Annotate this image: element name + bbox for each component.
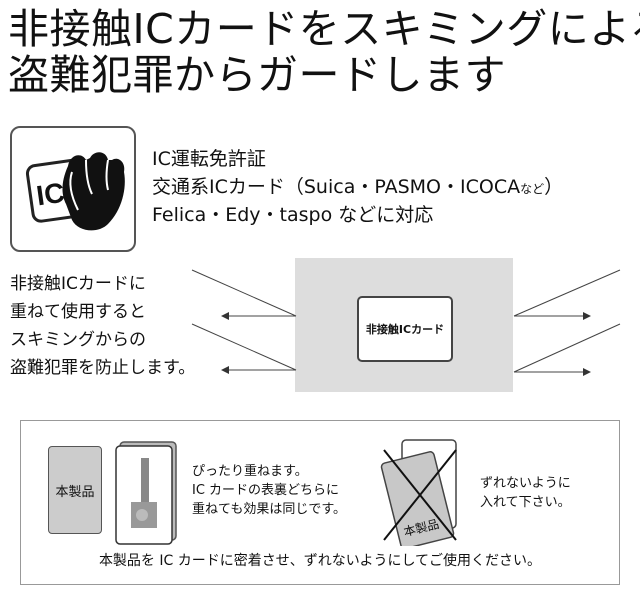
stacked-card-illustration (115, 441, 177, 545)
stack-text-line-1: ぴったり重ねます。 (192, 464, 308, 479)
usage-footer: 本製品を IC カードに密着させ、ずれないようにしてご使用ください。 (98, 553, 542, 569)
misaligned-card-illustration: 本製品 (380, 439, 457, 546)
headline-line-2: 盗難犯罪からガードします (8, 51, 506, 99)
feature-line-2-small: など (520, 182, 545, 196)
feature-line-1: IC運転免許証 (152, 148, 266, 170)
feature-line-2: 交通系ICカード（Suica・PASMO・ICOCAなど） (152, 174, 563, 202)
feature-line-2-end: ） (544, 176, 564, 198)
feature-line-3: Felica・Edy・taspo などに対応 (152, 204, 434, 226)
stack-text-line-2: IC カードの表裏どちらに (192, 483, 340, 498)
misaligned-text-line-2: 入れて下さい。 (480, 495, 571, 510)
protection-note-line-4: 盗難犯罪を防止します。 (10, 358, 196, 378)
ic-icon-label: IC (34, 177, 66, 212)
protection-note-line-1: 非接触ICカードに (10, 274, 146, 294)
instruction-panel (20, 420, 620, 585)
headline-line-1: 非接触ICカードをスキミングによる (8, 5, 640, 53)
protection-note-line-3: スキミングからの (10, 330, 146, 350)
misaligned-text-line-1: ずれないように (480, 476, 571, 491)
feature-line-2-main: 交通系ICカード（Suica・PASMO・ICOCA (152, 176, 521, 198)
product-card: 本製品 (48, 446, 102, 534)
stack-text-line-3: 重ねても効果は同じです。 (192, 502, 347, 517)
ic-card-hand-icon: IC (10, 126, 136, 252)
ic-card: 非接触ICカード (357, 296, 453, 362)
protection-note-line-2: 重ねて使用すると (10, 302, 146, 322)
